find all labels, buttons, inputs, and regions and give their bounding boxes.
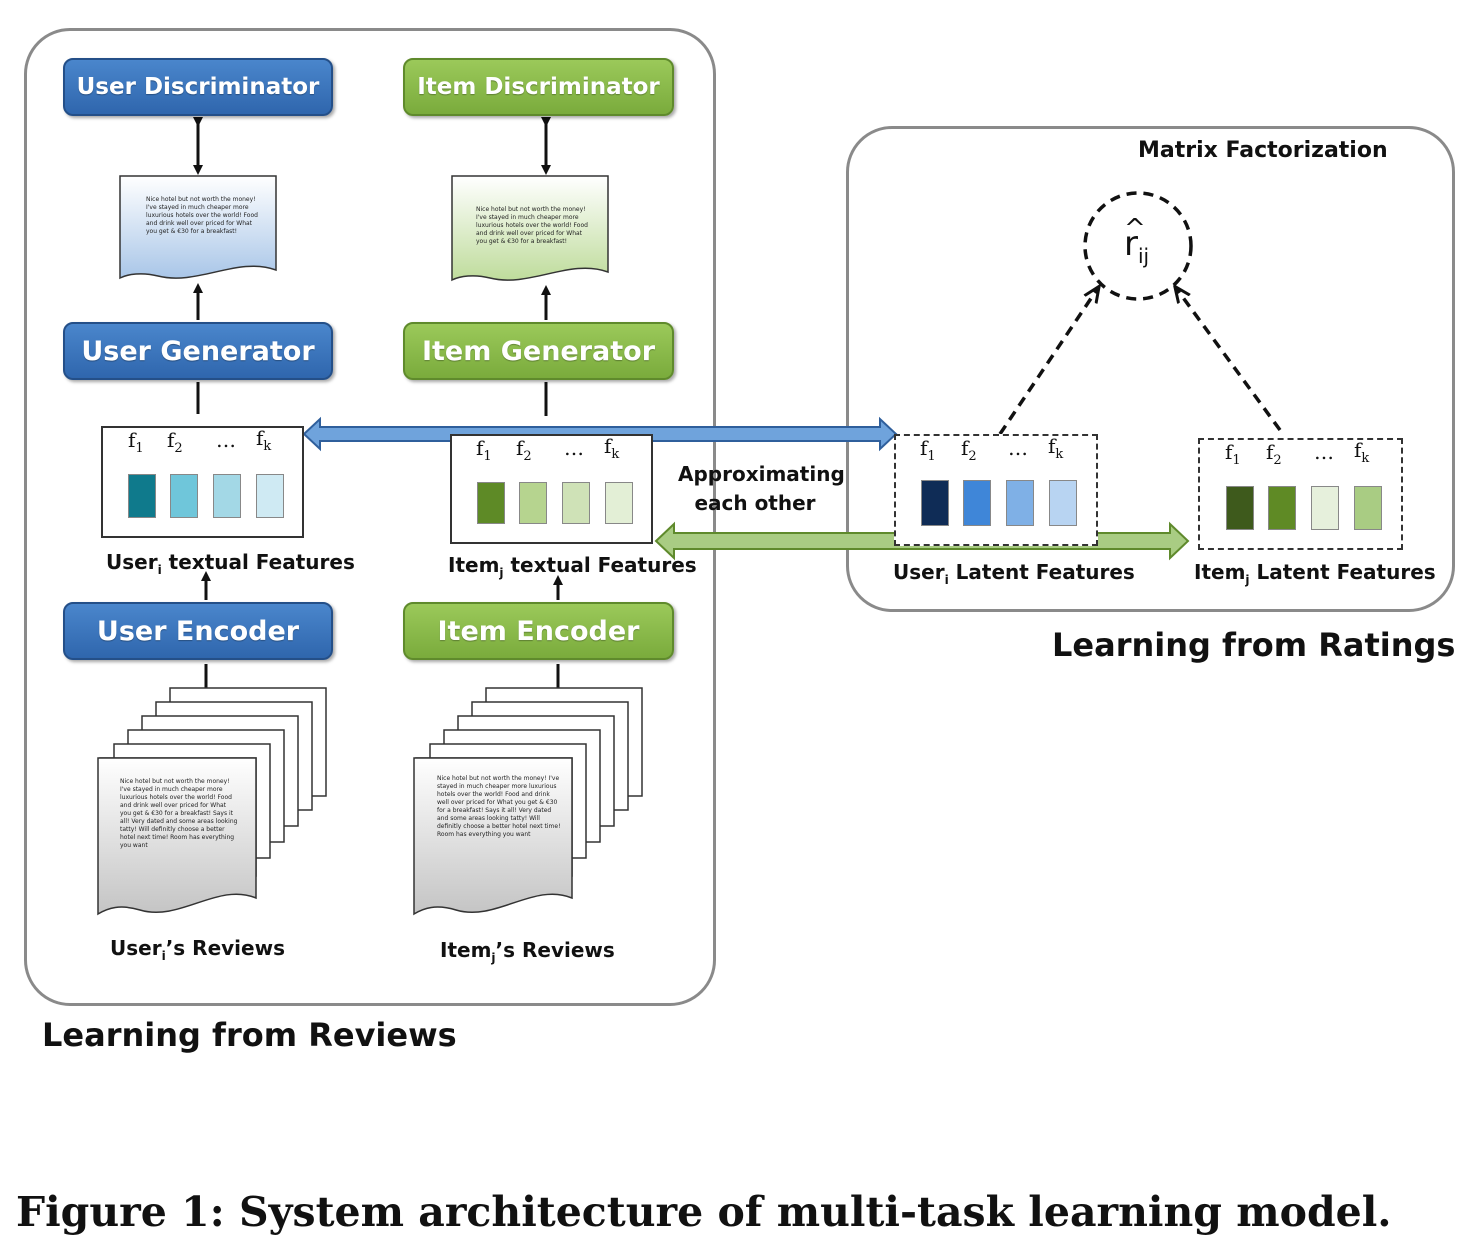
item-latent-f2: f2 [1266,440,1282,468]
user-feature-cell-2 [170,474,198,518]
item-encoder-label: Item Encoder [437,615,640,647]
user-to-prediction-arrow [998,288,1098,435]
user-feature-cell-3 [213,474,241,518]
item-encoder-box: Item Encoder [403,602,674,660]
prediction-base: r [1124,224,1138,264]
user-feature-fk: fk [256,426,272,454]
item-feature-f1: f1 [476,436,492,464]
figure-caption: Figure 1: System architecture of multi-t… [16,1188,1392,1236]
prediction-node [1083,191,1193,301]
item-review-text: Nice hotel but not worth the money! I've… [437,775,561,838]
item-latent-cell-1 [1226,486,1254,530]
matrix-factorization-title: Matrix Factorization [1138,138,1388,163]
prediction-label: ^ r ij [1118,210,1178,280]
item-latent-cell-3 [1311,486,1339,530]
item-to-prediction-arrow [1176,288,1282,432]
item-generated-document [451,175,609,282]
item-textual-features-label: Itemj textual Features [448,553,697,580]
item-generator-label: Item Generator [421,335,656,367]
user-generated-review-text: Nice hotel but not worth the money! I've… [146,196,258,235]
item-latent-cell-4 [1354,486,1382,530]
user-latent-cell-1 [921,480,949,526]
user-feature-f1: f1 [128,428,144,456]
item-feature-fk: fk [604,434,620,462]
user-latent-dots: … [1008,436,1028,460]
user-latent-cell-3 [1006,480,1034,526]
item-generated-review-text: Nice hotel but not worth the money! I've… [476,206,588,245]
item-generator-box: Item Generator [403,322,674,380]
user-encoder-label: User Encoder [96,615,300,647]
prediction-hat: ^ [1124,214,1146,244]
item-feature-dots: … [564,436,584,460]
item-feature-cell-1 [477,482,505,524]
item-latent-fk: fk [1354,438,1370,466]
user-discriminator-box: User Discriminator [63,58,333,116]
item-discriminator-label: Item Discriminator [417,74,660,100]
item-feature-cell-4 [605,482,633,524]
item-feature-cell-2 [519,482,547,524]
user-reviews-label: Useri’s Reviews [110,936,285,963]
user-latent-cell-2 [963,480,991,526]
ratings-panel-title: Learning from Ratings [1052,626,1456,664]
user-latent-cell-4 [1049,480,1077,526]
user-discriminator-label: User Discriminator [76,74,320,100]
prediction-sub: ij [1138,244,1150,268]
user-review-stack [97,687,327,916]
user-feature-cell-4 [256,474,284,518]
user-feature-f2: f2 [167,428,183,456]
user-generator-label: User Generator [81,335,315,367]
reviews-panel-title: Learning from Reviews [42,1016,457,1054]
user-review-text: Nice hotel but not worth the money! I've… [120,778,238,849]
user-encoder-box: User Encoder [63,602,333,660]
user-generator-box: User Generator [63,322,333,380]
user-latent-features-label: Useri Latent Features [893,560,1135,587]
item-latent-f1: f1 [1225,440,1241,468]
user-feature-dots: … [216,428,236,452]
item-latent-cell-2 [1268,486,1296,530]
item-latent-dots: … [1314,440,1334,464]
item-latent-features-label: Itemj Latent Features [1194,560,1436,587]
user-latent-fk: fk [1048,434,1064,462]
user-latent-f1: f1 [920,436,936,464]
user-latent-f2: f2 [961,436,977,464]
user-feature-cell-1 [128,474,156,518]
item-discriminator-box: Item Discriminator [403,58,674,116]
item-review-stack [413,687,643,916]
item-feature-cell-3 [562,482,590,524]
user-generated-document [119,175,277,280]
user-textual-features-label: Useri textual Features [106,550,355,577]
item-reviews-label: Itemj’s Reviews [440,938,615,965]
item-feature-f2: f2 [516,436,532,464]
